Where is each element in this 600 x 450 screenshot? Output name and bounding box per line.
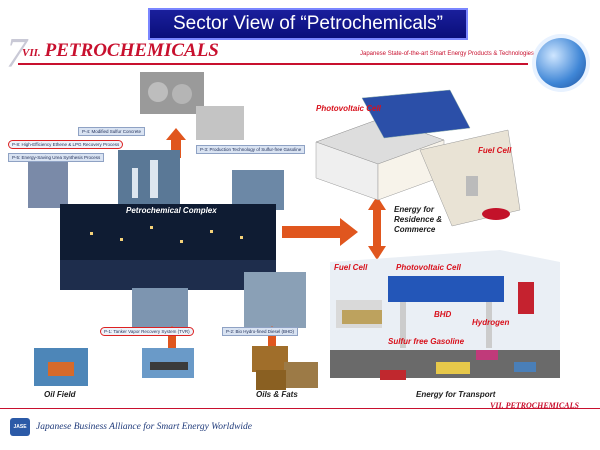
label-residence: Energy for Residence & Commerce: [394, 205, 443, 234]
label-fuel-cell-top: Fuel Cell: [478, 146, 512, 155]
section-number: 7: [6, 31, 27, 77]
car-red: [482, 208, 510, 220]
concrete-blocks-photo: [196, 106, 244, 140]
footer-divider: [0, 408, 600, 409]
label-photovoltaic-bottom: Photovoltaic Cell: [396, 263, 461, 272]
seeds-photo: [252, 346, 288, 372]
tag-p3: P-3: Production Technology of Sulfur-fre…: [196, 145, 306, 154]
footer-organization: Japanese Business Alliance for Smart Ene…: [36, 422, 253, 432]
tag-p5: P-5: Energy-Saving Urea Synthesis Proces…: [8, 153, 105, 162]
label-energy-transport: Energy for Transport: [416, 390, 496, 399]
hydrogen-tank: [518, 282, 534, 314]
tag-p1: P-1: Tanker Vapor Recovery System (TVR): [100, 327, 194, 336]
car-pink: [476, 350, 498, 360]
nuts-photo: [284, 362, 318, 388]
page-title-banner: Sector View of “Petrochemicals”: [148, 8, 468, 40]
label-petrochemical-complex: Petrochemical Complex: [126, 206, 217, 215]
plant-photo-lower-left: [132, 288, 188, 328]
plant-photo-lower-right: [244, 272, 306, 328]
label-sulfur-free-gasoline: Sulfur free Gasoline: [388, 337, 465, 346]
plant-photo-right: [232, 170, 284, 210]
section-title: VII.PETROCHEMICALS: [22, 40, 219, 62]
header-divider: [18, 63, 528, 65]
station-solar-canopy: [388, 276, 504, 302]
tag-p4: P-4: Modified Sulfur Concrete: [78, 127, 146, 136]
solar-panel-roof: [361, 89, 471, 139]
label-photovoltaic-top: Photovoltaic Cell: [316, 104, 381, 113]
arrow-double-vertical: [368, 196, 386, 260]
section-subtitle: Japanese State-of-the-art Smart Energy P…: [360, 51, 567, 57]
section-name: PETROCHEMICALS: [44, 40, 219, 61]
label-bhd: BHD: [434, 310, 452, 319]
label-fuel-cell-bottom: Fuel Cell: [334, 263, 368, 272]
tag-p2: P-2: Bio Hydro-fined Diesel (BHD): [222, 327, 299, 336]
refinery-photo-left: [28, 160, 68, 208]
plant-photo-center: [118, 150, 180, 204]
car-blue: [514, 362, 536, 372]
label-oils-fats: Oils & Fats: [256, 390, 298, 399]
arrow-right-energy: [282, 218, 358, 246]
tanker-truck: [342, 310, 382, 324]
truck-red: [380, 370, 406, 380]
label-hydrogen: Hydrogen: [472, 318, 510, 327]
label-oil-field: Oil Field: [44, 390, 76, 399]
grains-photo: [256, 370, 286, 390]
tag-p8: P-8: High-Efficiency Ethene & LPG Recove…: [8, 140, 124, 149]
jase-logo: JASE: [10, 418, 30, 436]
footer-section-title: VII. PETROCHEMICALS: [490, 401, 579, 410]
bus-yellow: [436, 362, 470, 374]
section-roman: VII.: [22, 47, 41, 59]
globe-icon: [536, 38, 586, 88]
